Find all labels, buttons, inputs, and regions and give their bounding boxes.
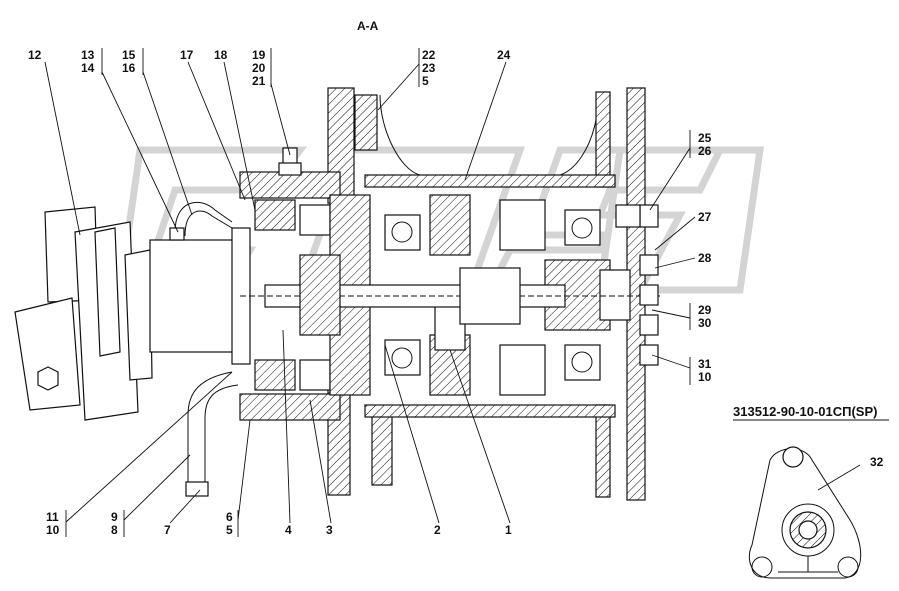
callout-8: 8 <box>111 523 118 537</box>
callout-10-bottom: 10 <box>46 523 60 537</box>
callout-12: 12 <box>28 48 42 62</box>
callout-3: 3 <box>326 523 333 537</box>
callout-24: 24 <box>497 48 511 62</box>
callout-2: 2 <box>434 523 441 537</box>
callout-7: 7 <box>164 523 171 537</box>
callout-15: 15 <box>122 48 136 62</box>
end-cover-bolts <box>615 204 659 366</box>
callout-5-bottom: 5 <box>226 523 233 537</box>
top-fitting <box>278 147 302 176</box>
callout-19: 19 <box>252 48 266 62</box>
callout-16: 16 <box>122 61 136 75</box>
callout-6: 6 <box>226 510 233 524</box>
callout-9: 9 <box>111 510 118 524</box>
callout-25: 25 <box>698 131 712 145</box>
drum-housing <box>239 87 646 501</box>
callout-14: 14 <box>81 61 95 75</box>
callout-22: 22 <box>422 48 436 62</box>
callout-30: 30 <box>698 316 712 330</box>
leader-lines <box>44 48 861 537</box>
callout-23: 23 <box>422 61 436 75</box>
callout-13: 13 <box>81 48 95 62</box>
callout-1: 1 <box>505 523 512 537</box>
callout-4: 4 <box>285 523 292 537</box>
callout-labels: 12 13 14 15 16 17 18 19 20 21 22 23 5 24… <box>28 48 884 537</box>
callout-27: 27 <box>698 210 712 224</box>
section-label: А-А <box>357 19 379 33</box>
callout-20: 20 <box>252 61 266 75</box>
callout-17: 17 <box>180 48 194 62</box>
drain-pipe <box>185 371 239 497</box>
main-shaft <box>240 254 660 336</box>
callout-32: 32 <box>870 455 884 469</box>
callout-5-top: 5 <box>422 74 429 88</box>
callout-18: 18 <box>214 48 228 62</box>
drawing-code: 313512-90-10-01СП(SP) <box>733 404 877 419</box>
callout-10-right: 10 <box>698 370 712 384</box>
callout-21: 21 <box>252 74 266 88</box>
callout-31: 31 <box>698 357 712 371</box>
callout-29: 29 <box>698 303 712 317</box>
callout-28: 28 <box>698 251 712 265</box>
callout-26: 26 <box>698 144 712 158</box>
inset-end-view <box>748 446 862 579</box>
callout-11: 11 <box>46 510 59 524</box>
